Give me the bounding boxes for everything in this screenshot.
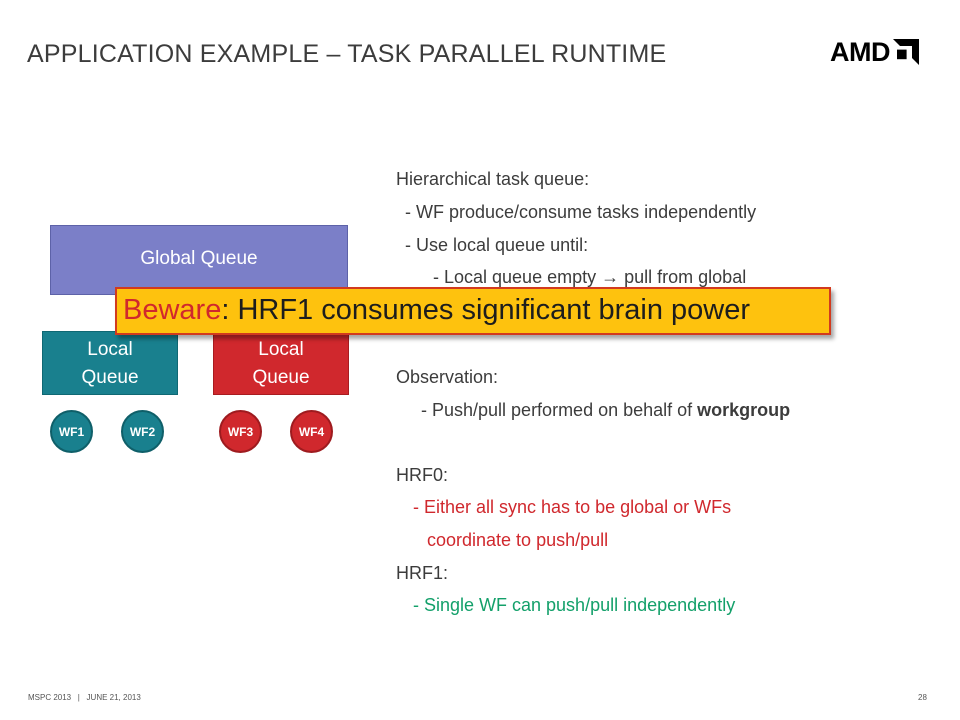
- local-queue-2-line2: Queue: [252, 367, 310, 388]
- footer-page-number: 28: [918, 693, 927, 702]
- beware-rest: : HRF1 consumes significant brain power: [221, 294, 750, 326]
- local-queue-1-line2: Queue: [81, 367, 139, 388]
- local-queue-2: Local Queue: [213, 331, 349, 395]
- text-wf-produce: - WF produce/consume tasks independently: [405, 202, 757, 222]
- text-use-local: - Use local queue until:: [405, 235, 589, 255]
- text-observation-a: - Push/pull performed on behalf of: [421, 400, 698, 420]
- beware-callout: Beware: HRF1 consumes significant brain …: [115, 287, 831, 335]
- global-queue-box: Global Queue: [50, 225, 348, 295]
- text-local-empty-a: - Local queue empty: [433, 267, 597, 287]
- text-hierarchical: Hierarchical task queue:: [396, 169, 590, 189]
- arrow-icon: →: [601, 267, 620, 287]
- text-local-empty: - Local queue empty → pull from global: [433, 267, 746, 288]
- amd-arrow-icon: [893, 39, 919, 65]
- slide-title: APPLICATION EXAMPLE – TASK PARALLEL RUNT…: [27, 40, 667, 68]
- text-observation-label: Observation:: [396, 367, 499, 387]
- text-local-empty-b: pull from global: [624, 267, 747, 287]
- wf4-circle: WF4: [290, 410, 333, 453]
- amd-logo: AMD: [830, 36, 919, 68]
- text-workgroup: workgroup: [697, 400, 791, 420]
- text-hrf1-label: HRF1:: [396, 563, 449, 583]
- text-observation: - Push/pull performed on behalf of workg…: [421, 400, 790, 421]
- beware-word: Beware: [123, 294, 222, 326]
- wf3-circle: WF3: [219, 410, 262, 453]
- wf2-circle: WF2: [121, 410, 164, 453]
- text-hrf0-line1: - Either all sync has to be global or WF…: [413, 497, 732, 517]
- wf1-circle: WF1: [50, 410, 93, 453]
- text-hrf1-line1: - Single WF can push/pull independently: [413, 595, 736, 615]
- local-queue-2-line1: Local: [258, 339, 304, 360]
- text-hrf0-line2: coordinate to push/pull: [427, 530, 609, 550]
- amd-logo-text: AMD: [830, 36, 891, 67]
- local-queue-1: Local Queue: [42, 331, 178, 395]
- local-queue-1-line1: Local: [87, 339, 133, 360]
- footer-conference: MSPC 2013 | JUNE 21, 2013: [28, 693, 141, 702]
- text-hrf0-label: HRF0:: [396, 465, 449, 485]
